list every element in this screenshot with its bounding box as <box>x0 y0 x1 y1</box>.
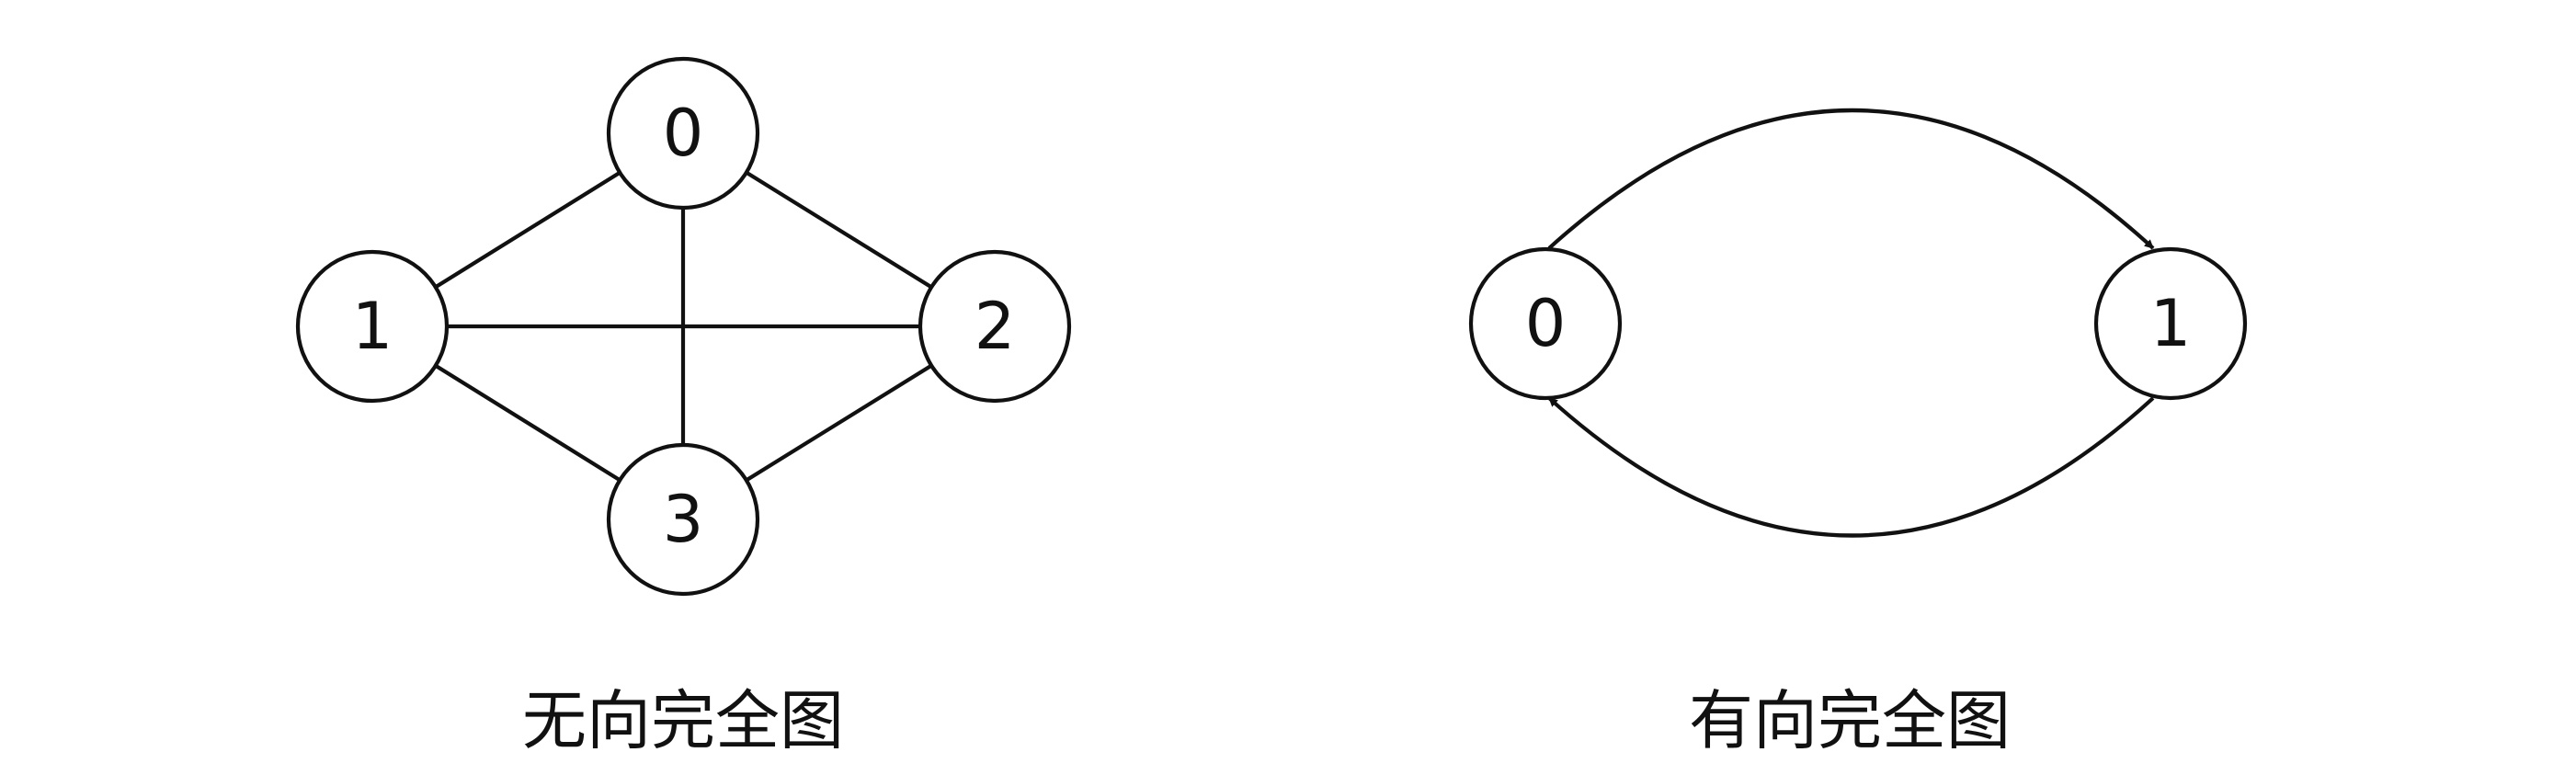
graph-node-3: 3 <box>606 442 760 597</box>
graph-node-1: 1 <box>2093 246 2248 401</box>
node-circle <box>606 442 760 597</box>
node-label: 1 <box>2150 286 2192 361</box>
graph-node-2: 2 <box>918 249 1072 404</box>
directed-caption: 有向完全图 <box>1689 683 2011 758</box>
edge-0-to-1 <box>1547 108 2155 250</box>
undirected-complete-graph: 0 1 2 3 无向完全图 <box>295 56 1072 758</box>
node-circle <box>1468 246 1623 401</box>
graph-node-0: 0 <box>1468 246 1623 401</box>
node-label: 0 <box>663 96 704 171</box>
undirected-caption: 无向完全图 <box>522 683 844 758</box>
graph-node-0: 0 <box>606 56 760 211</box>
edge-1-to-0 <box>1547 396 2155 538</box>
node-label: 1 <box>352 289 393 364</box>
directed-complete-graph: 0 1 有向完全图 <box>1468 108 2248 758</box>
node-circle <box>2093 246 2248 401</box>
node-label: 0 <box>1525 286 1567 361</box>
node-circle <box>295 249 450 404</box>
node-circle <box>918 249 1072 404</box>
node-label: 2 <box>975 289 1016 364</box>
node-label: 3 <box>663 482 704 557</box>
graph-node-1: 1 <box>295 249 450 404</box>
node-circle <box>606 56 760 211</box>
